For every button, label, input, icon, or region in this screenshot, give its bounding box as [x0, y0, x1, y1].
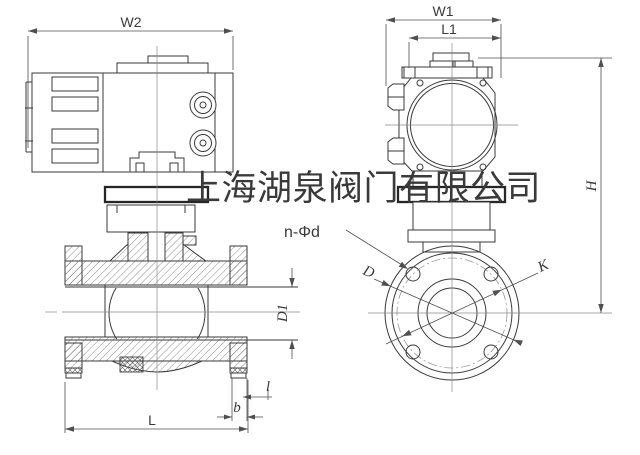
dim-h: H [478, 57, 612, 313]
dim-l: L [64, 380, 249, 433]
drain-plug [119, 356, 144, 373]
ball [108, 288, 206, 339]
right-top-flange-tab [229, 245, 248, 286]
bonnet-packing [108, 232, 208, 262]
bolt-hole [483, 266, 499, 282]
dim-label-w2: W2 [121, 14, 142, 30]
company-watermark: 上海湖泉阀门有限公司 [186, 169, 541, 209]
bolt-hole [405, 344, 421, 360]
dim-w1: W1 [385, 3, 502, 86]
dim-l1: L1 [408, 21, 501, 68]
actuator-housing-side [398, 77, 496, 172]
dim-w2: W2 [27, 14, 234, 148]
mounting-bracket-side [412, 201, 491, 231]
valve-body-front [64, 245, 298, 379]
side-view: D K n-Φd W1 L1 [284, 3, 612, 392]
dim-label-b: b [233, 400, 241, 416]
dim-label-l-small: l [266, 379, 270, 395]
dim-label-w1: W1 [433, 3, 454, 19]
left-bottom-flange-tab [64, 342, 83, 369]
left-top-flange-tab [64, 245, 83, 286]
dim-label-n-phi-d: n-Φd [284, 224, 320, 241]
dim-b: b [217, 378, 263, 421]
cable-gland-lower [189, 129, 217, 157]
front-view: W2 D1 L b [25, 14, 300, 433]
mounting-plate-front [103, 185, 210, 204]
top-flange-band [64, 260, 248, 286]
callout-bolt-holes: n-Φd [284, 224, 408, 269]
bolt-hole [405, 266, 421, 282]
dim-label-l1: L1 [441, 21, 457, 37]
bottom-flange-band [64, 336, 248, 362]
dim-l-small: l [243, 379, 272, 400]
actuator-side [387, 52, 498, 188]
right-bottom-flange-tab [229, 342, 248, 369]
side-cable-glands [387, 83, 405, 165]
actuator-vent-slots [51, 76, 99, 164]
mounting-bracket-front [106, 204, 196, 233]
bolt-hole [483, 344, 499, 360]
dim-label-h: H [584, 179, 600, 192]
actuator-front [25, 55, 234, 173]
dim-d-flange: D [360, 262, 523, 346]
dim-label-d1: D1 [275, 304, 291, 323]
valve-neck-side [422, 241, 481, 253]
cable-gland-upper [189, 91, 217, 119]
dim-label-l: L [148, 412, 156, 428]
dim-d1: D1 [275, 268, 295, 359]
valve-top-flange-side [407, 229, 496, 243]
